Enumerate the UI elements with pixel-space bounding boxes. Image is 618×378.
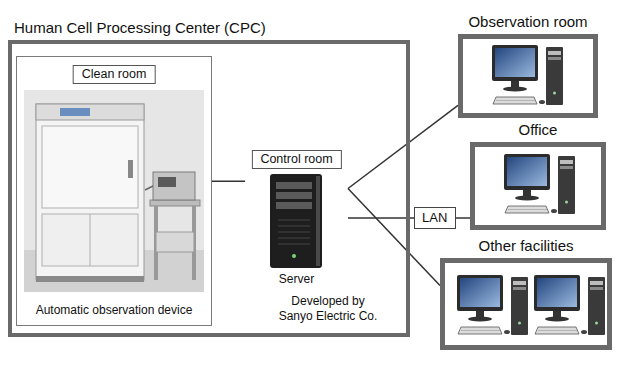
network-line [348,105,458,188]
server-illustration [270,174,322,268]
network-box: LAN [414,207,456,229]
facility-box: Human Cell Processing Center (CPC)Clean … [8,40,410,337]
network-line [348,217,414,219]
device-caption: Automatic observation device [17,303,211,317]
pc-icon [492,45,563,105]
terminal-box: Office [470,142,606,230]
developer-note: Developed by Sanyo Electric Co. [276,294,380,324]
terminal-box: Observation room [458,34,598,118]
observation-device-photo [24,90,204,292]
device-caption: Server [245,272,348,286]
facility-heading: Human Cell Processing Center (CPC) [14,19,266,37]
room-box: Clean roomAutomatic observation device [16,56,212,326]
pc-icon [504,154,575,214]
terminal-heading: Office [519,121,558,139]
terminal-heading: Other facilities [478,237,573,255]
pc-icon [457,275,528,335]
room-tag: Control room [251,150,341,169]
network-label: LAN [422,210,448,226]
room-area: Control roomServer [245,145,348,290]
network-line [348,189,440,286]
terminal-box: Other facilities [440,258,612,350]
network-line [212,181,245,183]
terminal-heading: Observation room [468,13,587,31]
room-tag: Clean room [73,65,156,84]
pc-icon [534,275,605,335]
network-line [456,217,470,219]
